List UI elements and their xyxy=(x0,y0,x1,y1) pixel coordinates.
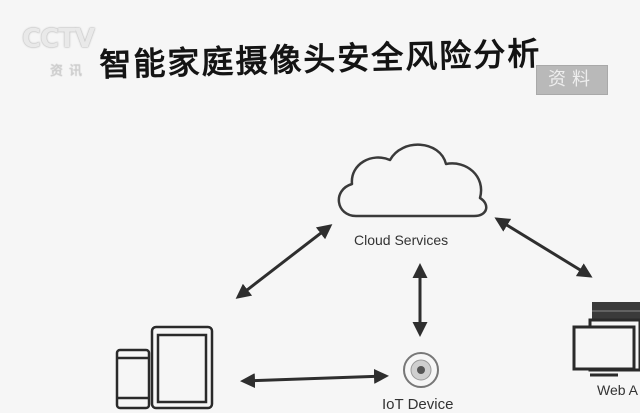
iot-camera-icon xyxy=(403,352,439,388)
iot-device-label: IoT Device xyxy=(382,396,454,413)
web-server-icon xyxy=(572,302,640,377)
channel-logo: CCTV 资讯 xyxy=(22,24,112,84)
web-label: Web A xyxy=(597,382,638,398)
logo-subtext: 资讯 xyxy=(50,64,89,79)
source-badge: 资料 xyxy=(536,65,608,95)
logo-text: CCTV xyxy=(22,24,95,54)
connector-cloud-web xyxy=(494,217,593,278)
mobile-devices-icon xyxy=(115,325,214,410)
cloud-services-label: Cloud Services xyxy=(354,232,449,248)
connector-mobile-iot xyxy=(240,368,389,389)
connector-mobile-cloud xyxy=(235,224,333,299)
cloud-icon xyxy=(337,143,488,218)
